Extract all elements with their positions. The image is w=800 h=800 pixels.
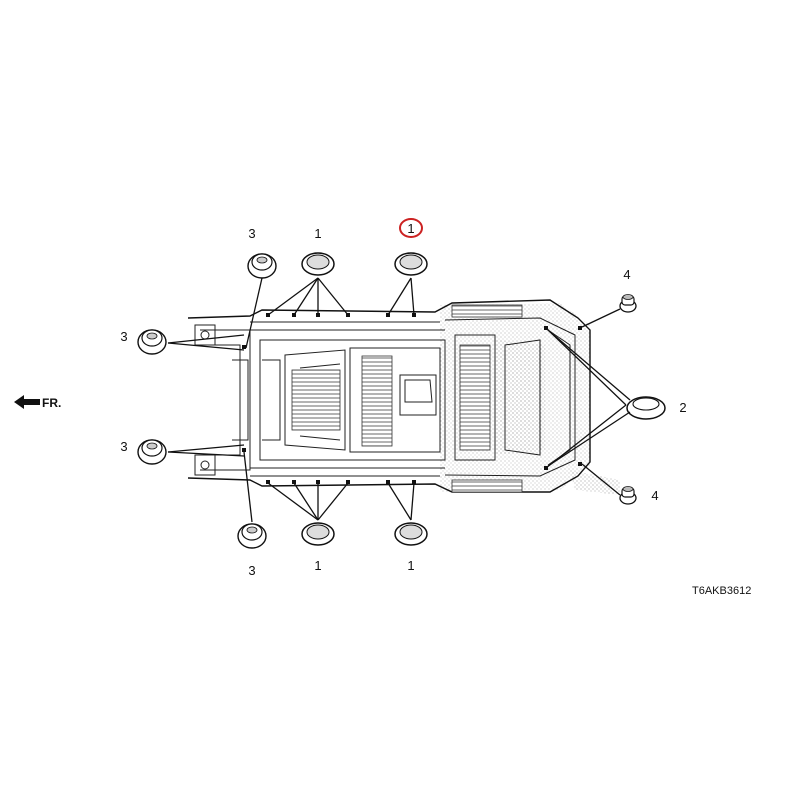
callout-2-right: 2	[679, 400, 686, 415]
callout-1-bottom-left: 1	[314, 558, 321, 573]
callout-4-top: 4	[623, 267, 630, 282]
plug-icon-3-top-left	[247, 253, 277, 279]
callout-4-bottom: 4	[651, 488, 658, 503]
plug-icon-4-top	[619, 294, 637, 313]
callout-1-top-right[interactable]: 1	[407, 221, 414, 236]
callout-3-top-left: 3	[248, 226, 255, 241]
grommet-icon-1-bottom-left	[301, 522, 335, 546]
grommet-icon-1-top-right	[394, 252, 428, 276]
callout-1-bottom-right: 1	[407, 558, 414, 573]
front-direction-arrow: FR.	[14, 395, 61, 410]
grommet-icon-1-bottom-right	[394, 522, 428, 546]
plug-icon-3-low-left	[137, 439, 167, 465]
leader-lines	[167, 277, 631, 523]
callout-3-low-left: 3	[120, 439, 127, 454]
plug-icon-3-mid-left	[137, 329, 167, 355]
callout-1-top-left: 1	[314, 226, 321, 241]
grommet-icon-2	[626, 396, 666, 420]
plug-icon-4-bottom	[619, 486, 637, 505]
callout-3-bottom-left: 3	[248, 563, 255, 578]
callout-3-mid-left: 3	[120, 329, 127, 344]
grommet-icon-1-top-left	[301, 252, 335, 276]
highlight-ring	[399, 218, 423, 238]
plug-icon-3-bottom-left	[237, 523, 267, 549]
underbody-floor	[187, 299, 620, 495]
part-code: T6AKB3612	[692, 585, 751, 597]
front-label: FR.	[42, 396, 61, 410]
